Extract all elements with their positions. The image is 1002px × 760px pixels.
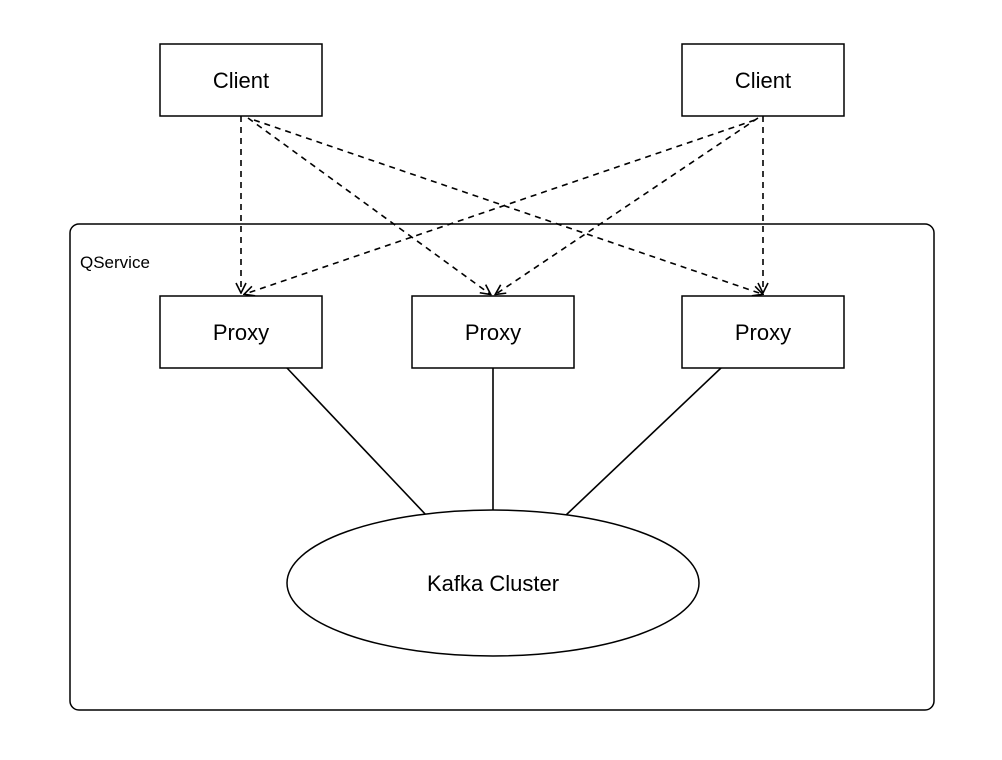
kafka-cluster-label: Kafka Cluster [427, 571, 559, 596]
edge-client-1-proxy-2 [247, 117, 490, 294]
kafka-cluster-ellipse [286, 509, 700, 657]
proxy-label: Proxy [213, 320, 269, 345]
client-node: Client [681, 43, 845, 117]
client-proxy-edges [241, 116, 763, 294]
proxy-label: Proxy [465, 320, 521, 345]
proxy-cluster-edges [286, 367, 722, 517]
proxy-box [159, 295, 323, 369]
client-node: Client [159, 43, 323, 117]
edge-proxy-3-cluster [564, 367, 722, 517]
proxy-node: Proxy [159, 295, 323, 369]
client-box [681, 43, 845, 117]
proxy-box [681, 295, 845, 369]
kafka-cluster-node: Kafka Cluster [286, 509, 700, 657]
proxy-label: Proxy [735, 320, 791, 345]
edge-client-1-proxy-3 [253, 119, 762, 294]
client-box [159, 43, 323, 117]
proxy-box [411, 295, 575, 369]
proxy-node: Proxy [681, 295, 845, 369]
edge-client-2-proxy-2 [496, 117, 759, 294]
edge-client-2-proxy-1 [245, 119, 756, 294]
qservice-label: QService [80, 253, 150, 272]
client-label: Client [735, 68, 791, 93]
edge-proxy-1-cluster [286, 367, 428, 517]
proxy-node: Proxy [411, 295, 575, 369]
client-label: Client [213, 68, 269, 93]
